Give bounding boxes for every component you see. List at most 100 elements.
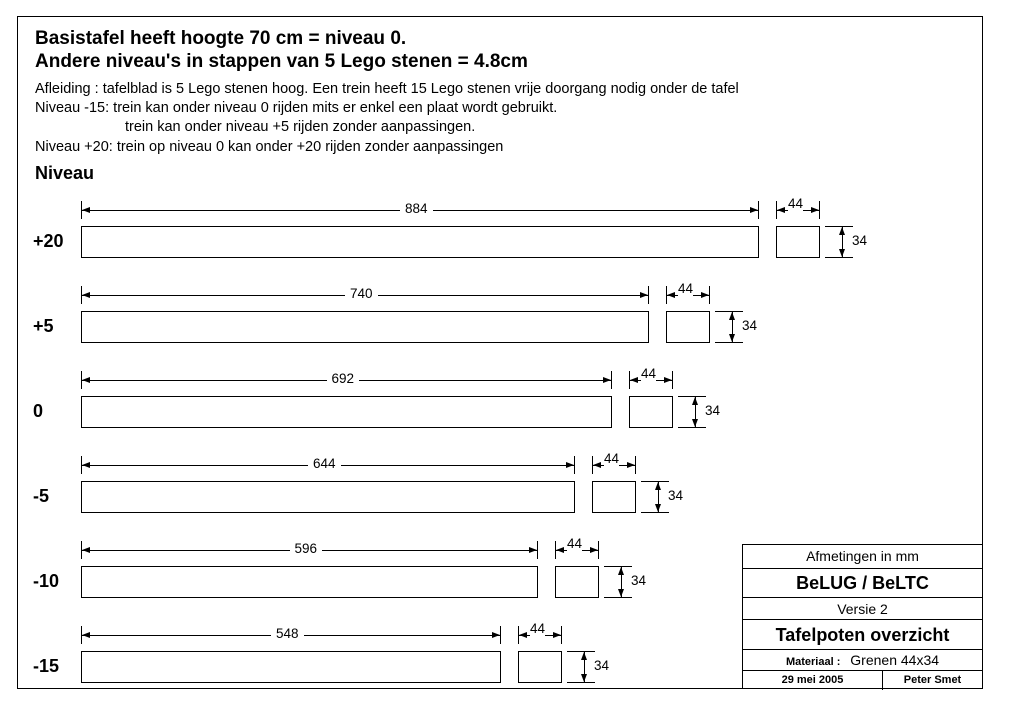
extension-line <box>561 626 562 644</box>
length-dimension: 548 <box>271 626 304 641</box>
dimension-line <box>584 652 585 682</box>
arrow-left <box>82 377 90 383</box>
leg-length-bar <box>81 396 612 428</box>
extension-line <box>825 226 853 227</box>
width-dimension: 44 <box>530 621 546 636</box>
extension-line <box>666 286 667 304</box>
extension-line <box>776 201 777 219</box>
extension-line <box>641 512 669 513</box>
width-dimension: 44 <box>567 536 583 551</box>
extension-line <box>635 456 636 474</box>
height-dimension: 34 <box>668 488 684 503</box>
arrow-left <box>82 547 90 553</box>
note-2: Niveau -15: trein kan onder niveau 0 rij… <box>35 100 558 116</box>
extension-line <box>611 371 612 389</box>
arrow-left <box>82 632 90 638</box>
arrow-up <box>655 482 661 490</box>
extension-line <box>604 597 632 598</box>
leg-length-bar <box>81 566 538 598</box>
arrow-left <box>82 292 90 298</box>
leg-section-box <box>592 481 636 513</box>
width-dimension: 44 <box>788 196 804 211</box>
length-dimension: 740 <box>345 286 378 301</box>
extension-line <box>81 626 82 644</box>
date: 29 mei 2005 <box>743 671 883 690</box>
author: Peter Smet <box>903 674 962 686</box>
arrow-up <box>618 567 624 575</box>
leg-section-box <box>666 311 710 343</box>
dimension-line <box>658 482 659 512</box>
units-label: Afmetingen in mm <box>743 545 982 569</box>
version: Versie 2 <box>743 598 982 620</box>
arrow-right <box>664 377 672 383</box>
arrow-right <box>529 547 537 553</box>
dimension-line <box>695 397 696 427</box>
extension-line <box>672 371 673 389</box>
height-dimension: 34 <box>852 233 868 248</box>
height-dimension: 34 <box>742 318 758 333</box>
extension-line <box>825 257 853 258</box>
leg-section-box <box>518 651 562 683</box>
extension-line <box>648 286 649 304</box>
arrow-left <box>82 207 90 213</box>
level-label: +5 <box>33 316 54 336</box>
title-block: Afmetingen in mm BeLUG / BeLTC Versie 2 … <box>742 544 983 690</box>
level-label: -10 <box>33 571 60 591</box>
extension-line <box>81 541 82 559</box>
extension-line <box>81 201 82 219</box>
extension-line <box>678 396 706 397</box>
arrow-left <box>556 547 564 553</box>
length-dimension: 884 <box>400 201 433 216</box>
arrow-down <box>655 504 661 512</box>
extension-line <box>629 371 630 389</box>
arrow-down <box>618 589 624 597</box>
leg-section-box <box>629 396 673 428</box>
extension-line <box>819 201 820 219</box>
arrow-left <box>630 377 638 383</box>
extension-line <box>678 427 706 428</box>
header-line-1: Basistafel heeft hoogte 70 cm = niveau 0… <box>35 28 407 49</box>
length-dimension: 692 <box>326 371 360 386</box>
arrow-left <box>593 462 601 468</box>
arrow-right <box>590 547 598 553</box>
extension-line <box>592 456 593 474</box>
arrow-up <box>839 227 845 235</box>
arrow-right <box>640 292 648 298</box>
extension-line <box>81 286 82 304</box>
header-line-2: Andere niveau's in stappen van 5 Lego st… <box>35 51 528 72</box>
extension-line <box>715 311 743 312</box>
dimension-line <box>842 227 843 257</box>
arrow-right <box>701 292 709 298</box>
width-dimension: 44 <box>678 281 694 296</box>
arrow-right <box>811 207 819 213</box>
width-dimension: 44 <box>641 366 657 381</box>
arrow-right <box>566 462 574 468</box>
material-label: Materiaal : <box>785 656 841 668</box>
leg-length-bar <box>81 651 501 683</box>
material-value: Grenen 44x34 <box>850 652 940 668</box>
extension-line <box>709 286 710 304</box>
arrow-left <box>519 632 527 638</box>
extension-line <box>567 682 595 683</box>
arrow-up <box>692 397 698 405</box>
arrow-left <box>777 207 785 213</box>
arrow-down <box>581 674 587 682</box>
leg-length-bar <box>81 311 649 343</box>
extension-line <box>555 541 556 559</box>
extension-line <box>598 541 599 559</box>
extension-line <box>604 566 632 567</box>
level-label: -15 <box>33 656 60 676</box>
height-dimension: 34 <box>594 658 610 673</box>
arrow-left <box>82 462 90 468</box>
arrow-left <box>667 292 675 298</box>
length-dimension: 596 <box>289 541 323 556</box>
extension-line <box>715 342 743 343</box>
level-label: 0 <box>33 401 44 421</box>
arrow-right <box>492 632 500 638</box>
leg-length-bar <box>81 481 575 513</box>
arrow-up <box>729 312 735 320</box>
organisation: BeLUG / BeLTC <box>743 569 982 598</box>
dimension-line <box>732 312 733 342</box>
length-dimension: 644 <box>308 456 341 471</box>
arrow-up <box>581 652 587 660</box>
